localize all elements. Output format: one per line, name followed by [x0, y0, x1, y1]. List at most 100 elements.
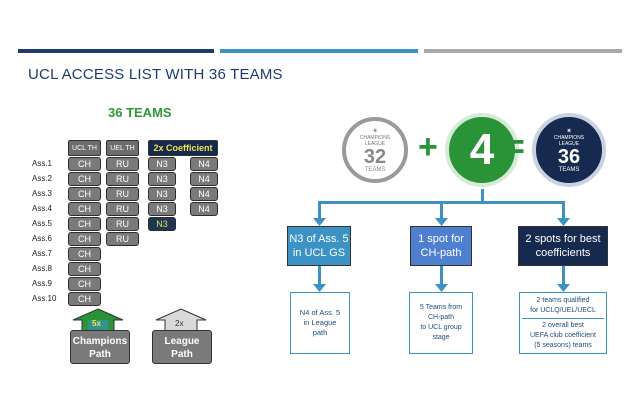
page-title: UCL ACCESS LIST WITH 36 TEAMS: [28, 66, 283, 83]
output-line: path: [312, 328, 328, 337]
logo-text: CHAMPIONS: [359, 134, 391, 141]
association-label: Ass.10: [32, 294, 57, 303]
champions-path-multiplier: 5x: [92, 319, 101, 328]
ch-slot: CH: [68, 187, 101, 201]
output-line: to UCL group: [420, 324, 462, 331]
box-line: N3 of Ass. 5: [289, 233, 349, 245]
ru-slot: RU: [106, 172, 139, 186]
box-best-coefficients: 2 spots for best coefficients: [518, 226, 608, 266]
association-label: Ass.4: [32, 204, 53, 213]
connector-vertical-main: [481, 189, 484, 203]
output-line: (5 seasons) teams: [534, 341, 592, 349]
n4-slot: N4: [190, 187, 218, 201]
association-label: Ass.1: [32, 159, 53, 168]
n4-slot: N4: [190, 172, 218, 186]
box-line: 2 spots for best: [525, 233, 601, 245]
ch-slot: CH: [68, 202, 101, 216]
ch-slot: CH: [68, 262, 101, 276]
team-caption: TEAMS: [364, 166, 386, 173]
ch-slot: CH: [68, 172, 101, 186]
circle-36-teams: ✶ CHAMPIONS LEAGUE 36 TEAMS: [532, 113, 606, 187]
output-part1: 2 teams qualified for UCLQ/UEL/UECL: [530, 296, 596, 316]
output-line: stage: [432, 334, 450, 341]
association-label: Ass.7: [32, 249, 53, 258]
box-line: coefficients: [535, 247, 591, 259]
output-line: for UCLQ/UEL/UECL: [530, 306, 596, 314]
association-label: Ass.6: [32, 234, 53, 243]
team-count: 36: [557, 145, 581, 168]
header-uel-th: UEL TH: [106, 140, 139, 156]
ru-slot: RU: [106, 217, 139, 231]
connector-out-middle: [440, 266, 443, 286]
ru-slot: RU: [106, 157, 139, 171]
team-count: 32: [363, 145, 387, 168]
association-label: Ass.8: [32, 264, 53, 273]
output-line: UEFA club coefficient: [529, 331, 597, 339]
output-line: 5 Teams from: [419, 304, 463, 311]
output-coefficients: 2 teams qualified for UCLQ/UEL/UECL 2 ov…: [519, 292, 607, 354]
arrow-down-icon: [313, 284, 326, 292]
connector-middle: [440, 201, 443, 221]
ru-slot: RU: [106, 202, 139, 216]
added-count: 4: [469, 125, 495, 174]
champions-path-line2: Path: [89, 349, 111, 360]
top-bar-blue: [220, 49, 418, 53]
ch-slot: CH: [68, 277, 101, 291]
output-league-path: N4 of Ass. 5 in League path: [290, 292, 350, 354]
connector-right: [562, 201, 565, 221]
ch-slot: CH: [68, 232, 101, 246]
n4-slot: N4: [190, 202, 218, 216]
ru-slot: RU: [106, 187, 139, 201]
teams-title: 36 TEAMS: [108, 105, 172, 120]
connector-out-right: [562, 266, 565, 286]
top-bar-gray: [424, 49, 622, 53]
association-label: Ass.5: [32, 219, 53, 228]
top-bar-dark: [18, 49, 214, 53]
logo-text: CHAMPIONS: [553, 134, 585, 141]
league-path-multiplier: 2x: [175, 319, 184, 328]
n3-slot: N3: [148, 172, 176, 186]
arrow-down-icon: [313, 218, 326, 226]
output-ch-path: 5 Teams from CH-path to UCL group stage: [409, 292, 473, 354]
ucl-logo-star-icon: ✶: [566, 127, 572, 135]
connector-left: [318, 201, 321, 221]
n3-slot: N3: [148, 187, 176, 201]
circle-32-teams: ✶ CHAMPIONS LEAGUE 32 TEAMS: [342, 117, 408, 183]
output-divider: [522, 317, 604, 319]
output-line: CH-path: [427, 314, 455, 321]
association-label: Ass.9: [32, 279, 53, 288]
box-line: 1 spot for: [418, 233, 464, 245]
output-line: 2 teams qualified: [536, 296, 590, 304]
box-line: CH-path: [420, 247, 462, 259]
output-part2: 2 overall best UEFA club coefficient (5 …: [530, 321, 596, 351]
league-path-box: League Path: [152, 330, 212, 364]
ucl-logo-star-icon: ✶: [372, 127, 378, 135]
box-line: in UCL GS: [292, 247, 346, 259]
n4-slot: N4: [190, 157, 218, 171]
plus-sign: +: [418, 128, 438, 166]
arrow-down-icon: [435, 218, 448, 226]
output-line: 2 overall best: [542, 321, 584, 329]
association-label: Ass.2: [32, 174, 53, 183]
association-label: Ass.3: [32, 189, 53, 198]
team-caption: TEAMS: [558, 166, 580, 173]
equals-sign: =: [505, 128, 525, 166]
league-path-line1: League: [164, 336, 200, 347]
n3-slot-highlight: N3: [148, 217, 176, 231]
header-coefficient: 2x Coefficient: [148, 140, 218, 156]
connector-out-left: [318, 266, 321, 286]
arrow-down-icon: [557, 218, 570, 226]
circle-4: 4: [445, 113, 519, 187]
ru-slot: RU: [106, 232, 139, 246]
ch-slot: CH: [68, 217, 101, 231]
arrow-down-icon: [435, 284, 448, 292]
output-line: N4 of Ass. 5: [299, 308, 341, 317]
n3-slot: N3: [148, 202, 176, 216]
header-ucl-th: UCL TH: [68, 140, 101, 156]
ch-slot: CH: [68, 292, 101, 306]
ch-slot: CH: [68, 247, 101, 261]
n3-slot: N3: [148, 157, 176, 171]
output-line: in League: [303, 318, 337, 327]
logo-text: LEAGUE: [364, 140, 386, 147]
